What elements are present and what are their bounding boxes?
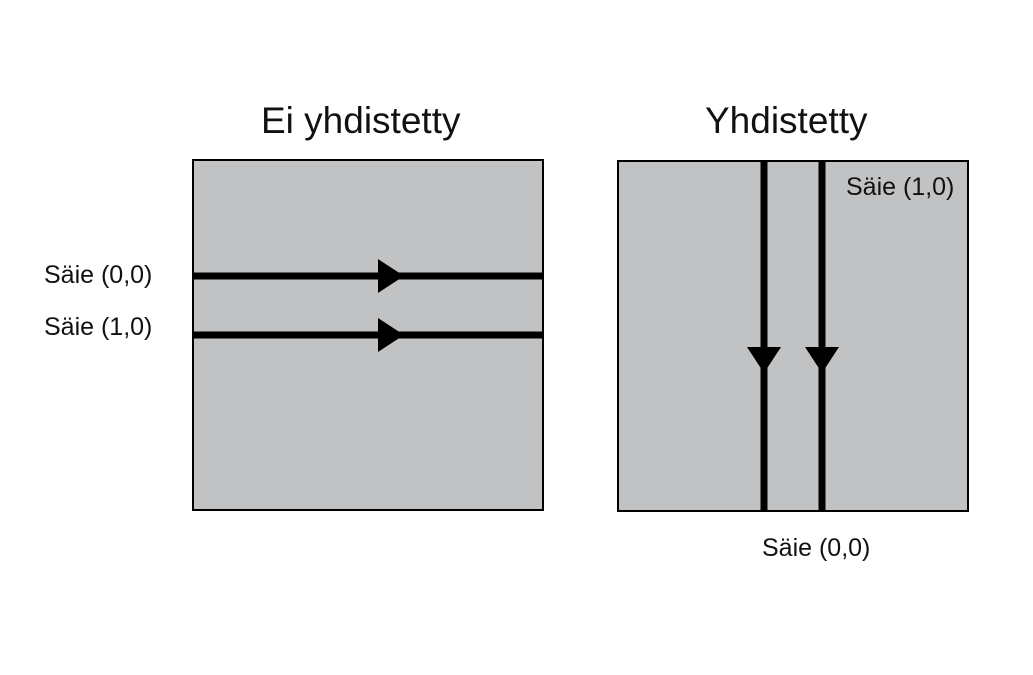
left-thread-label-0: Säie (0,0) xyxy=(44,261,153,289)
left-panel-title: Ei yhdistetty xyxy=(261,100,461,141)
right-thread-arrow-1 xyxy=(805,347,839,373)
right-panel-title: Yhdistetty xyxy=(705,100,868,141)
left-thread-label-1: Säie (1,0) xyxy=(44,313,153,341)
left-thread-arrow-1 xyxy=(378,318,404,352)
left-thread-arrow-0 xyxy=(378,259,404,293)
right-matrix xyxy=(617,160,969,512)
right-thread-label-bottom: Säie (0,0) xyxy=(762,534,871,562)
right-thread-label-top: Säie (1,0) xyxy=(846,173,955,201)
right-thread-arrow-0 xyxy=(747,347,781,373)
